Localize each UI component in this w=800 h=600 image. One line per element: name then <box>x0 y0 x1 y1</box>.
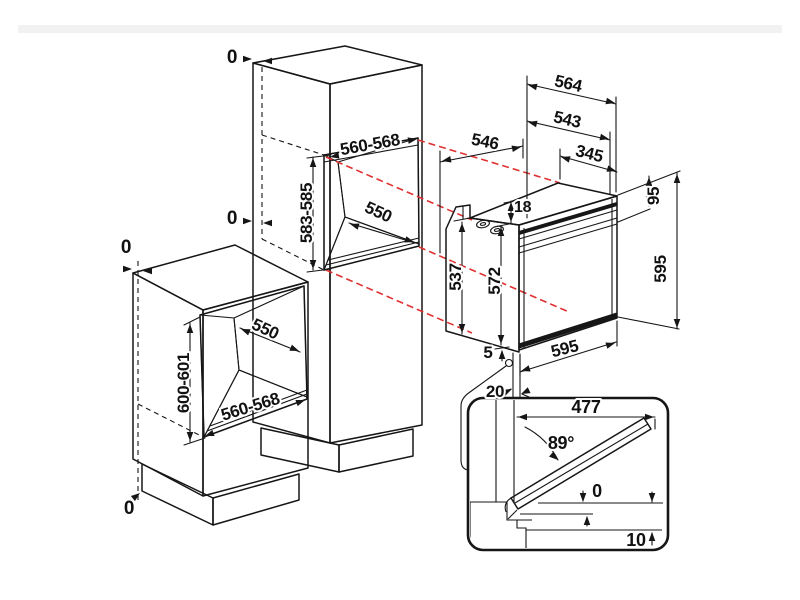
arrowhead <box>599 133 609 141</box>
dimension-arrowheads <box>123 55 681 541</box>
arrowhead <box>143 267 152 275</box>
tall-cabinet-niche <box>323 137 420 271</box>
arrowhead <box>243 55 252 63</box>
arrowhead <box>648 493 656 502</box>
dim-label-oven-width-partial: 345 <box>574 141 605 166</box>
arrowhead <box>507 202 515 211</box>
arrowhead <box>549 451 558 460</box>
arrowhead <box>289 344 299 351</box>
dim-label-oven-flange: 18 <box>514 199 532 216</box>
arrowhead <box>330 152 340 159</box>
inset-open-door <box>510 417 652 510</box>
arrowhead <box>528 120 538 128</box>
dim-label-oven-height-body: 572 <box>485 267 504 294</box>
arrowhead <box>673 174 681 183</box>
arrowhead <box>605 342 615 349</box>
dim-label-base-bottom-clearance: 0 <box>124 498 134 519</box>
tall-cabinet-plinth-front <box>338 428 414 473</box>
dim-label-oven-height-rear: 537 <box>446 263 465 290</box>
arrowhead <box>186 432 194 441</box>
arrowhead <box>528 83 538 91</box>
arrowhead <box>263 57 272 65</box>
oven-door-top-band <box>518 202 618 235</box>
arrowhead <box>407 137 417 144</box>
arrowhead <box>123 265 132 273</box>
arrowhead <box>511 145 521 152</box>
arrowhead <box>309 158 317 167</box>
arrowhead <box>583 516 591 525</box>
dim-label-oven-door-protrusion: 20 <box>486 382 504 401</box>
dim-label-tall-mid-clearance: 0 <box>227 208 237 229</box>
arrowhead <box>309 260 317 269</box>
oven-door-bottom-band <box>518 312 618 349</box>
inset-cabinet-section <box>470 501 527 548</box>
arrowhead <box>497 335 505 344</box>
arrowhead <box>605 97 615 105</box>
dim-label-base-top-clearance: 0 <box>121 237 131 258</box>
arrowhead <box>521 387 531 394</box>
dim-label-tall-top-clearance: 0 <box>227 47 237 68</box>
oven <box>445 182 618 368</box>
inset-border <box>466 396 670 552</box>
dim-label-base-niche-height: 600-601 <box>174 353 193 413</box>
arrowhead <box>579 493 587 502</box>
arrowhead <box>130 493 140 502</box>
arrowhead <box>241 329 251 336</box>
arrowhead <box>263 219 272 227</box>
oven-top-face <box>469 182 618 226</box>
arrowhead <box>295 399 305 407</box>
dim-label-tall-niche-depth: 550 <box>362 198 395 227</box>
arrowhead <box>561 156 571 163</box>
arrowhead <box>498 350 506 359</box>
oven-foot <box>504 358 514 368</box>
base-niche-floor <box>202 369 308 439</box>
arrowhead <box>458 324 466 333</box>
arrowhead <box>350 223 360 230</box>
dim-label-oven-front-height: 595 <box>651 255 670 282</box>
arrowhead <box>645 177 653 186</box>
dim-label-door-gap: 0 <box>592 481 602 501</box>
dim-label-tall-niche-width: 560-568 <box>339 130 402 159</box>
arrowhead <box>673 319 681 328</box>
arrowhead <box>243 217 252 225</box>
arrowhead <box>205 429 215 437</box>
arrowhead <box>606 165 616 172</box>
tall-niche-floor <box>323 216 420 271</box>
oven-control-panel-line <box>518 217 618 248</box>
arrowhead <box>648 532 656 541</box>
dim-label-base-niche-depth: 550 <box>249 315 282 344</box>
tall-niche-side-wall <box>323 154 346 271</box>
base-cabinet-plinth-front <box>212 473 300 526</box>
arrowhead <box>518 413 527 421</box>
dim-label-door-clearance: 10 <box>626 530 646 550</box>
arrowhead <box>521 365 531 372</box>
dim-label-oven-width-overall: 564 <box>553 71 585 96</box>
arrowhead <box>497 227 505 236</box>
base-cabinet-niche <box>199 285 308 440</box>
arrowhead <box>645 413 654 421</box>
arrowhead <box>507 213 515 222</box>
detail-leader-line <box>460 365 507 471</box>
base-cabinet <box>132 244 309 526</box>
door-detail-inset <box>466 396 670 552</box>
dim-label-tall-niche-height: 583-585 <box>297 183 316 243</box>
dim-label-oven-depth: 546 <box>470 130 501 154</box>
dimension-lines <box>183 75 681 446</box>
tall-cabinet <box>252 45 423 473</box>
dim-label-oven-front-width: 595 <box>549 336 580 361</box>
dim-label-door-angle: 89° <box>548 433 574 453</box>
arrowhead <box>404 236 414 243</box>
arrowhead <box>458 223 466 232</box>
projection-lines <box>325 139 570 334</box>
dim-label-oven-bottom-gap: 5 <box>483 343 492 362</box>
dim-label-oven-panel-height: 95 <box>644 187 663 205</box>
oven-front-face <box>518 195 618 351</box>
arrowhead <box>645 196 653 205</box>
page-top-band <box>18 25 782 33</box>
arrowhead <box>502 389 512 396</box>
arrowhead <box>186 324 194 333</box>
arrowhead <box>442 156 452 163</box>
dim-label-door-length: 477 <box>571 397 600 417</box>
